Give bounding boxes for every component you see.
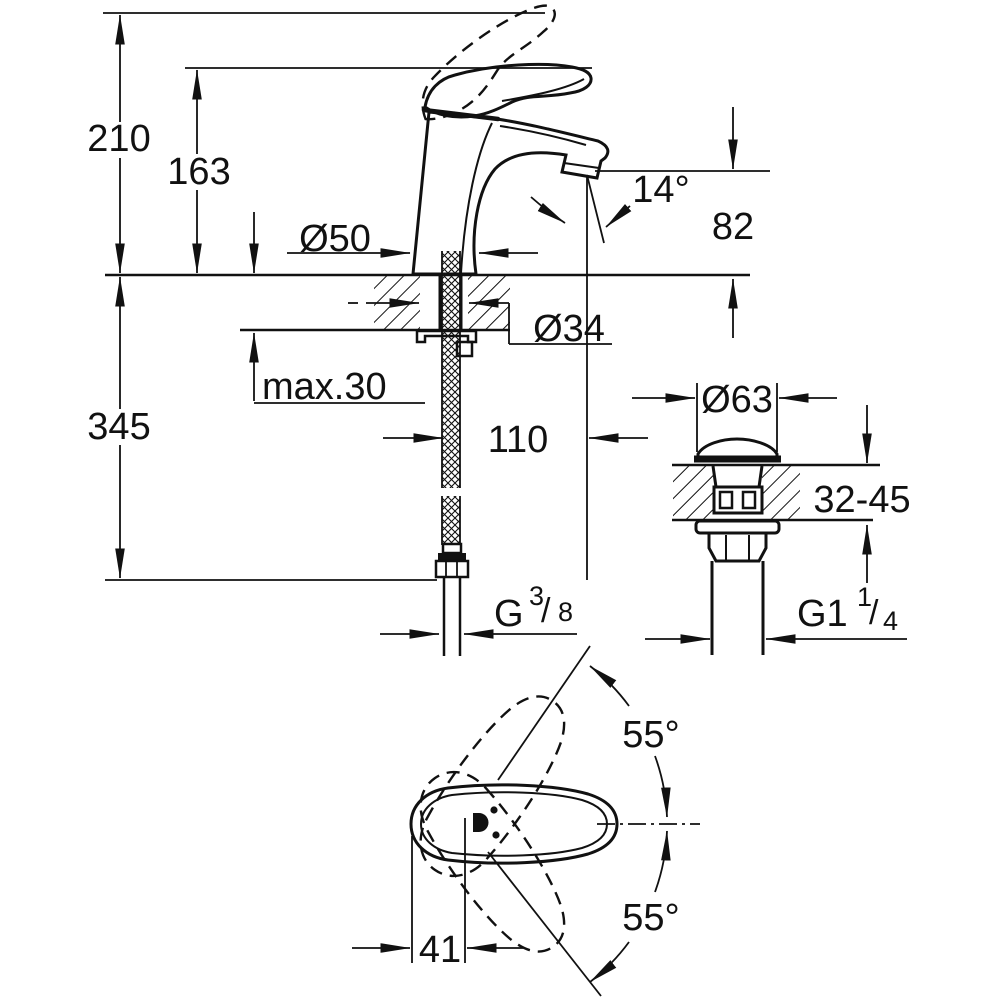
waste-nut [707,531,768,563]
dim-waste-flange-diameter: Ø63 [701,379,773,421]
supply-thread-slash: / [541,592,551,630]
handle-lever-closed [423,62,593,119]
waste-cap [696,437,779,460]
dim-outlet-height: 82 [712,206,754,248]
dim-deck-thickness-range: 32-45 [813,479,910,521]
aerator-icon [563,162,600,169]
dimension-arrows [115,14,907,983]
dim-swing-angle-upper: 55° [622,714,679,756]
supply-thread-denominator: 8 [558,597,573,627]
dim-spray-angle: 14° [632,169,689,211]
dim-hole-diameter: Ø34 [533,308,605,350]
waste-washer [694,519,781,535]
dimension-labels: 210 163 Ø50 14° 82 Ø34 max.30 345 110 Ø6… [87,118,910,971]
reference-lines [103,12,778,997]
supply-hose [415,251,478,656]
mounting-washer [415,329,478,344]
waste-thread-denominator: 4 [883,606,898,636]
dim-total-height: 210 [87,118,150,160]
popup-waste [694,437,781,655]
faucet-body [402,0,610,276]
dim-hose-length: 345 [87,406,150,448]
dim-handle-offset: 41 [419,929,461,971]
handle-top-view [401,677,619,971]
waste-thread-slash: / [869,594,879,632]
hose-nut [434,559,470,579]
dim-max-deck-thickness: max.30 [262,366,387,408]
mounting-deck-section [105,273,750,332]
dim-base-diameter: Ø50 [299,218,371,260]
supply-thread-numerator: 3 [529,581,544,611]
handle-pivot-marker [473,813,489,832]
waste-thread-prefix: G1 [797,593,848,635]
supply-thread-prefix: G [494,593,524,635]
mounting-nut [455,340,474,358]
dim-spout-projection: 110 [488,419,549,461]
dim-spout-top-height: 163 [167,151,230,193]
dim-swing-angle-lower: 55° [622,897,679,939]
waste-thread-numerator: 1 [857,582,872,612]
